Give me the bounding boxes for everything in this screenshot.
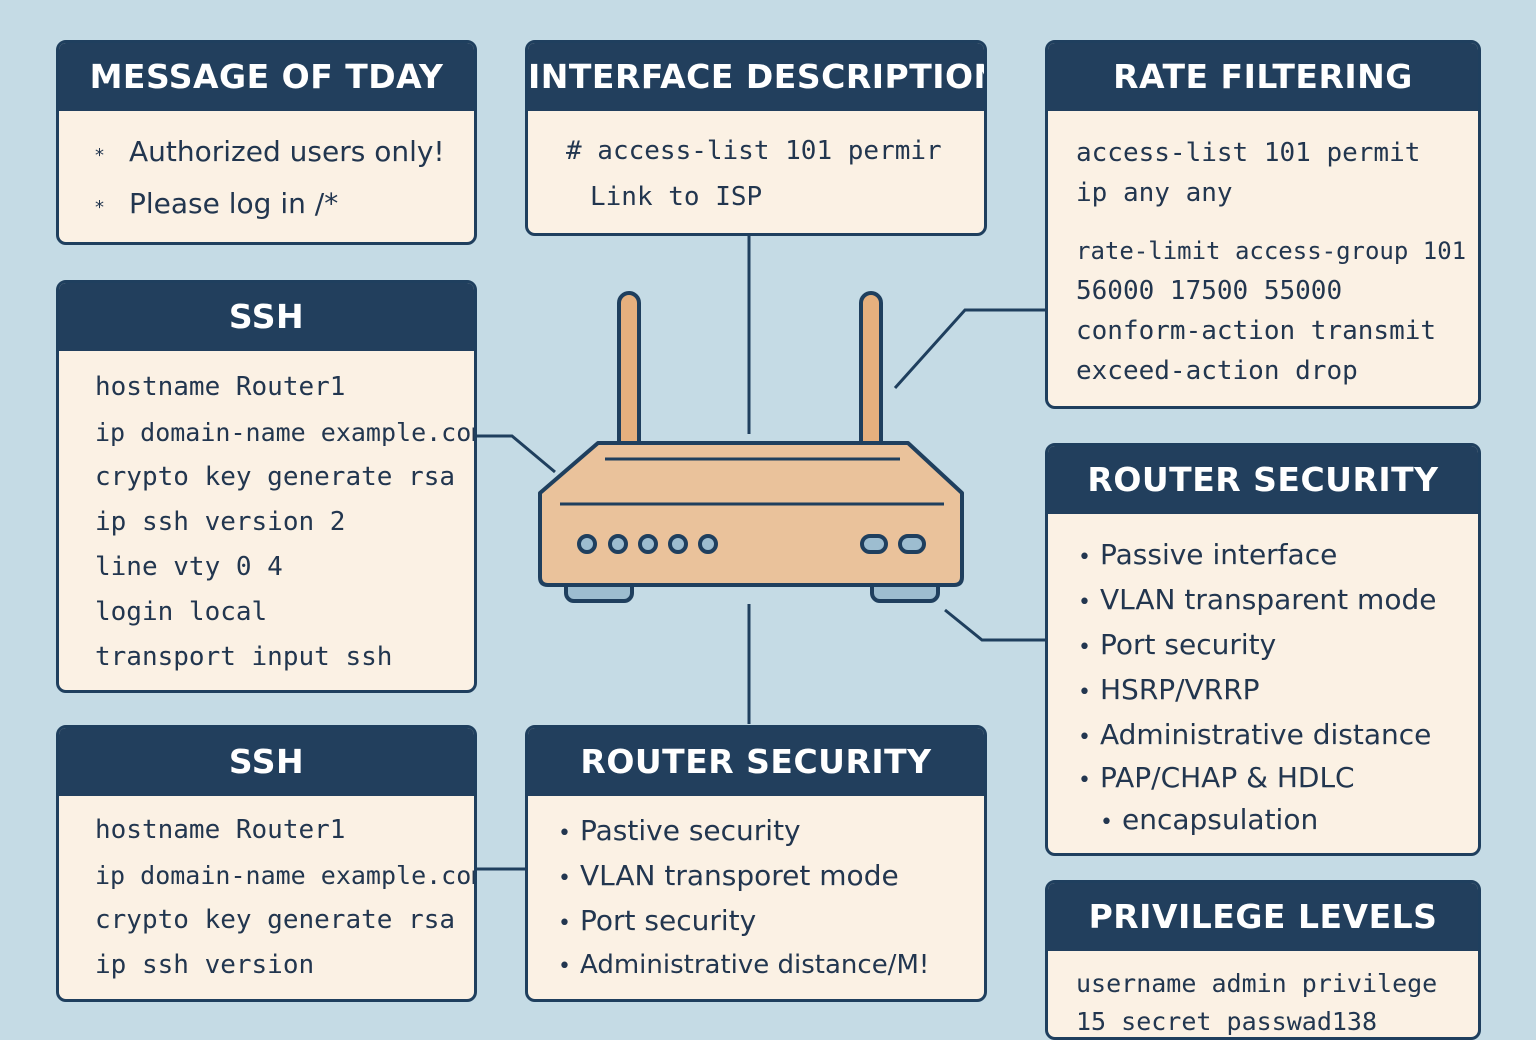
code-line: crypto key generate rsa: [95, 905, 456, 935]
star-icon: *: [95, 145, 104, 166]
list-item: Administrative distance/M!: [558, 943, 974, 988]
antenna-left: [617, 291, 641, 455]
list-item: VLAN transparent mode: [1078, 577, 1468, 622]
code-line: ip ssh version: [95, 950, 315, 980]
code-line: 15 secret passwad138: [1076, 1007, 1378, 1036]
code-line: hostname Router1: [95, 815, 346, 845]
router-led-4: [668, 534, 688, 554]
list-item: Passive interface: [1078, 532, 1468, 577]
code-line: login local: [95, 597, 268, 627]
list-item: Port security: [1078, 622, 1468, 667]
interface-description-title: INTERFACE DESCRIPTION: [528, 43, 984, 111]
code-line: crypto key generate rsa: [95, 462, 456, 492]
rate-filtering-card: RATE FILTERING access-list 101 permit ip…: [1045, 40, 1481, 409]
ssh-top-title: SSH: [59, 283, 474, 351]
interface-description-card: INTERFACE DESCRIPTION # access-list 101 …: [525, 40, 987, 236]
router-illustration: [538, 291, 964, 603]
star-icon: *: [95, 197, 104, 218]
motd-line: *Authorized users only!: [95, 129, 464, 181]
list-item: VLAN transporet mode: [558, 853, 974, 898]
code-line: # access-list 101 permir: [566, 136, 942, 166]
router-port-1: [860, 534, 888, 554]
code-line: 56000 17500 55000: [1076, 276, 1343, 306]
router-security-right-title: ROUTER SECURITY: [1048, 446, 1478, 514]
code-line: ip domain-name example.com: [95, 861, 477, 890]
code-line: ip any any: [1076, 178, 1233, 208]
motd-card: MESSAGE OF TDAY *Authorized users only! …: [56, 40, 477, 245]
router-security-right-body: Passive interface VLAN transparent mode …: [1048, 514, 1478, 841]
rate-filtering-title: RATE FILTERING: [1048, 43, 1478, 111]
motd-line: *Please log in /*: [95, 181, 464, 233]
motd-title: MESSAGE OF TDAY: [59, 43, 474, 111]
list-item: Port security: [558, 898, 974, 943]
router-led-5: [698, 534, 718, 554]
list-item-continuation: encapsulation: [1078, 799, 1468, 841]
router-body: [538, 441, 964, 587]
code-line: ip ssh version 2: [95, 507, 346, 537]
ssh-bottom-title: SSH: [59, 728, 474, 796]
router-security-center-body: Pastive security VLAN transporet mode Po…: [528, 796, 984, 988]
list-item: PAP/CHAP & HDLC: [1078, 757, 1468, 799]
router-security-right-card: ROUTER SECURITY Passive interface VLAN t…: [1045, 443, 1481, 856]
connector-ssh-top: [476, 434, 556, 474]
ssh-top-body: hostname Router1 ip domain-name example.…: [59, 351, 474, 680]
code-line: transport input ssh: [95, 642, 393, 672]
router-port-2: [898, 534, 926, 554]
code-line: exceed-action drop: [1076, 356, 1358, 386]
router-led-3: [638, 534, 658, 554]
code-line: ip domain-name example.com: [95, 418, 477, 447]
motd-body: *Authorized users only! *Please log in /…: [59, 111, 474, 233]
router-security-center-card: ROUTER SECURITY Pastive security VLAN tr…: [525, 725, 987, 1002]
code-line: rate-limit access-group 101: [1076, 237, 1467, 265]
list-item: Pastive security: [558, 808, 974, 853]
antenna-right: [859, 291, 883, 455]
router-security-center-title: ROUTER SECURITY: [528, 728, 984, 796]
code-line: line vty 0 4: [95, 552, 283, 582]
connector-rate-filtering: [893, 308, 1045, 390]
interface-description-body: # access-list 101 permir Link to ISP: [528, 111, 984, 223]
router-led-1: [577, 534, 597, 554]
code-line: Link to ISP: [590, 182, 763, 212]
privilege-levels-title: PRIVILEGE LEVELS: [1048, 883, 1478, 951]
code-line: hostname Router1: [95, 372, 346, 402]
code-line: username admin privilege: [1076, 969, 1438, 998]
privilege-levels-body: username admin privilege 15 secret passw…: [1048, 951, 1478, 1037]
code-line: conform-action transmit: [1076, 316, 1437, 346]
router-led-2: [608, 534, 628, 554]
ssh-bottom-card: SSH hostname Router1 ip domain-name exam…: [56, 725, 477, 1002]
connector-router-security-right: [944, 608, 1045, 642]
code-line: access-list 101 permit: [1076, 138, 1421, 168]
ssh-top-card: SSH hostname Router1 ip domain-name exam…: [56, 280, 477, 693]
ssh-bottom-body: hostname Router1 ip domain-name example.…: [59, 796, 474, 988]
list-item: Administrative distance: [1078, 712, 1468, 757]
privilege-levels-card: PRIVILEGE LEVELS username admin privileg…: [1045, 880, 1481, 1040]
rate-filtering-body: access-list 101 permit ip any any rate-l…: [1048, 111, 1478, 391]
list-item: HSRP/VRRP: [1078, 667, 1468, 712]
